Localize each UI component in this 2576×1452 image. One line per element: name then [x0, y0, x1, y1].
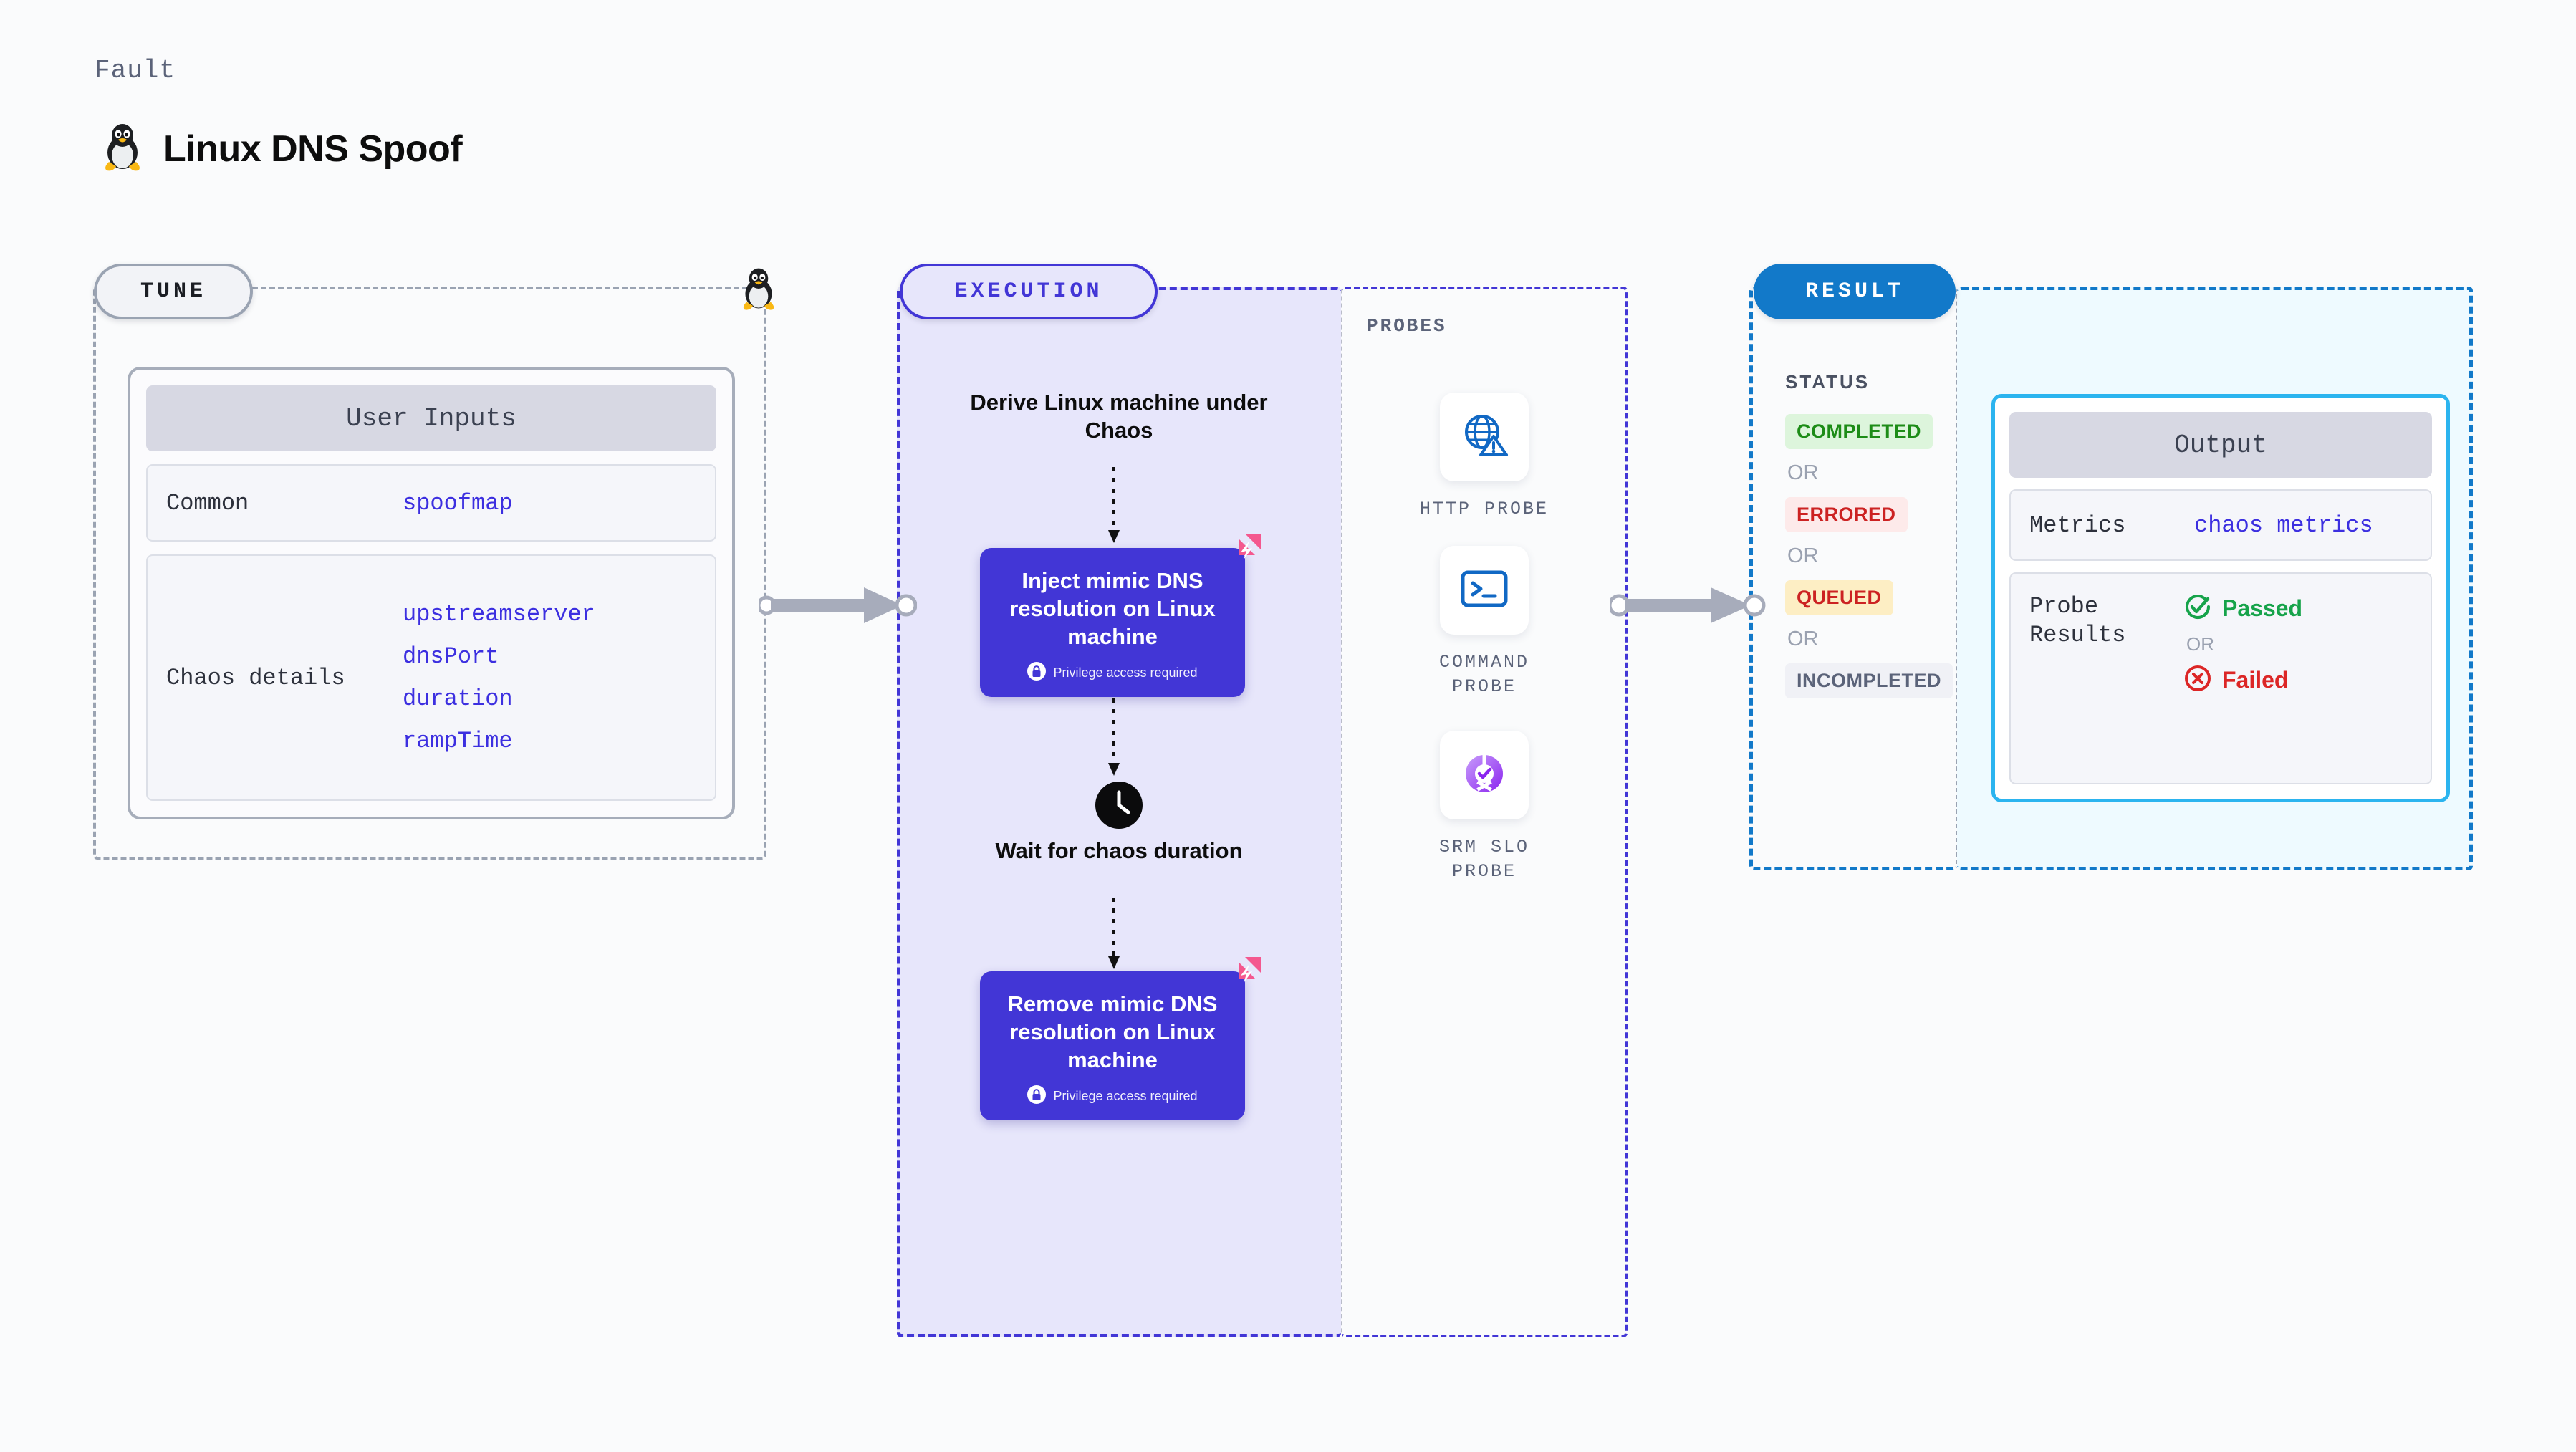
probe-item-http[interactable]: HTTP PROBE	[1377, 393, 1592, 521]
status-or-label: OR	[1787, 461, 1819, 484]
probe-card	[1440, 731, 1529, 819]
tune-row-common: Common spoofmap	[146, 464, 716, 542]
page-title: Linux DNS Spoof	[163, 128, 463, 170]
tune-param-dnsport[interactable]: dnsPort	[403, 643, 499, 670]
status-badge-completed: COMPLETED	[1785, 414, 1933, 449]
status-or-label: OR	[1787, 628, 1819, 650]
slo-donut-check-icon	[1459, 749, 1509, 802]
output-probe-results-values: Passed OR Failed	[2183, 592, 2302, 696]
status-badge-queued: QUEUED	[1785, 580, 1893, 615]
probe-item-srm-slo[interactable]: SRM SLO PROBE	[1377, 731, 1592, 884]
probe-result-failed: Failed	[2183, 664, 2302, 696]
execution-step-derive: Derive Linux machine under Chaos	[970, 390, 1268, 443]
status-badge-errored: ERRORED	[1785, 497, 1908, 532]
output-metrics-key: Metrics	[2029, 511, 2126, 539]
execution-node-privilege-text: Privilege access required	[1053, 1089, 1198, 1104]
user-inputs-title: User Inputs	[146, 385, 716, 451]
output-card-title: Output	[2009, 412, 2432, 478]
probe-label: HTTP PROBE	[1419, 499, 1549, 519]
harness-badge-icon	[1224, 953, 1264, 996]
execution-node-privilege: Privilege access required	[1027, 1085, 1198, 1107]
tune-row-key: Chaos details	[166, 664, 345, 691]
flow-arrow-derive-to-inject	[1105, 467, 1123, 549]
execution-node-title: Inject mimic DNS resolution on Linux mac…	[1009, 568, 1216, 650]
output-card: Output Metrics chaos metrics Probe Resul…	[1991, 394, 2450, 802]
output-metrics-value[interactable]: chaos metrics	[2194, 511, 2373, 539]
flow-arrow-wait-to-remove	[1105, 898, 1123, 976]
probe-card	[1440, 546, 1529, 635]
status-badge-list: COMPLETED OR ERRORED OR QUEUED OR INCOMP…	[1785, 414, 1953, 698]
status-badge-incompleted: INCOMPLETED	[1785, 663, 1953, 698]
execution-node-privilege-text: Privilege access required	[1053, 665, 1198, 681]
status-section-title: STATUS	[1785, 371, 1870, 393]
stage-pill-execution[interactable]: EXECUTION	[900, 264, 1158, 319]
stage-pill-tune[interactable]: TUNE	[94, 264, 253, 319]
x-circle-icon	[2183, 664, 2212, 696]
output-row-probe-results: Probe Results Passed OR	[2009, 572, 2432, 784]
page-title-row: Linux DNS Spoof	[100, 122, 463, 176]
tune-stage-panel	[93, 287, 766, 860]
output-row-metrics: Metrics chaos metrics	[2009, 489, 2432, 561]
fault-kicker: Fault	[95, 56, 176, 85]
tune-param-ramptime[interactable]: rampTime	[403, 728, 513, 754]
execution-node-inject[interactable]: Inject mimic DNS resolution on Linux mac…	[980, 534, 1261, 698]
tune-row-chaos-details: Chaos details upstreamserver dnsPort dur…	[146, 554, 716, 801]
tune-row-values: upstreamserver dnsPort duration rampTime	[403, 601, 595, 754]
lock-icon	[1027, 1085, 1047, 1107]
execution-node-title: Remove mimic DNS resolution on Linux mac…	[1007, 991, 1218, 1073]
tune-row-key: Common	[166, 489, 249, 516]
probes-section-title: PROBES	[1367, 315, 1447, 337]
execution-node-remove[interactable]: Remove mimic DNS resolution on Linux mac…	[980, 957, 1261, 1121]
execution-node-privilege: Privilege access required	[1027, 662, 1198, 684]
status-or-label: OR	[1787, 544, 1819, 567]
probe-label: COMMAND PROBE	[1438, 652, 1530, 697]
probes-stage-panel	[1341, 287, 1628, 1337]
probe-result-or-label: OR	[2186, 633, 2214, 655]
user-inputs-card: User Inputs Common spoofmap Chaos detail…	[128, 367, 735, 819]
probe-label: SRM SLO PROBE	[1438, 837, 1530, 882]
tux-penguin-icon	[736, 266, 781, 314]
probe-result-failed-label: Failed	[2222, 667, 2289, 693]
connector-tune-to-execution	[756, 580, 918, 634]
tux-penguin-icon	[100, 122, 145, 176]
connector-probes-to-result	[1607, 580, 1768, 634]
harness-badge-icon	[1224, 529, 1264, 573]
flow-arrow-inject-to-wait	[1105, 698, 1123, 782]
globe-warning-icon	[1459, 410, 1509, 464]
stage-pill-result[interactable]: RESULT	[1754, 264, 1956, 319]
terminal-icon	[1459, 567, 1509, 614]
clock-icon	[1095, 781, 1143, 830]
probe-result-passed: Passed	[2183, 592, 2302, 625]
tune-param-duration[interactable]: duration	[403, 686, 513, 712]
execution-step-wait: Wait for chaos duration	[995, 838, 1243, 863]
probe-card	[1440, 393, 1529, 481]
tune-row-values: spoofmap	[403, 490, 513, 516]
check-circle-icon	[2183, 592, 2212, 625]
output-probe-results-key: Probe Results	[2029, 593, 2126, 648]
tune-param-spoofmap[interactable]: spoofmap	[403, 489, 513, 516]
tune-param-upstreamserver[interactable]: upstreamserver	[403, 601, 595, 628]
lock-icon	[1027, 662, 1047, 684]
probe-result-passed-label: Passed	[2222, 595, 2303, 621]
probe-item-command[interactable]: COMMAND PROBE	[1377, 546, 1592, 699]
